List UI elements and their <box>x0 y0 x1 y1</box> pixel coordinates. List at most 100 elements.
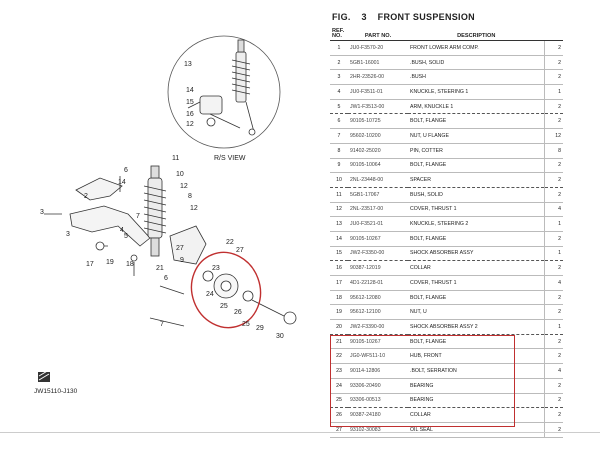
cell-ref: 26 <box>330 407 348 423</box>
cell-ref: 18 <box>330 290 348 306</box>
cell-ref: 1 <box>330 40 348 56</box>
figure-title: FIG. 3 FRONT SUSPENSION <box>332 12 475 22</box>
cell-qty: 2 <box>544 99 563 115</box>
cell-part: JU0-F3521-01 <box>348 216 408 232</box>
svg-text:25: 25 <box>220 303 228 310</box>
cell-part: 4D1-22128-01 <box>348 275 408 291</box>
svg-text:7: 7 <box>136 213 140 220</box>
cell-ref: 21 <box>330 334 348 350</box>
cell-qty: 2 <box>544 407 563 423</box>
cell-part: 90105-10064 <box>348 158 408 174</box>
svg-text:29: 29 <box>256 325 264 332</box>
svg-text:23: 23 <box>212 265 220 272</box>
cell-qty: 1 <box>544 246 563 262</box>
cell-ref: 11 <box>330 187 348 203</box>
col-description: DESCRIPTION <box>408 26 545 41</box>
inset-callout-16: 16 <box>186 111 194 118</box>
callout-3: 3 <box>40 209 44 216</box>
cell-part: 2NL-23517-00 <box>348 202 408 218</box>
cell-qty: 4 <box>544 202 563 218</box>
cell-part: JW2-F3350-00 <box>348 246 408 262</box>
cell-ref: 23 <box>330 363 348 379</box>
cell-part: 95612-12100 <box>348 304 408 321</box>
cell-qty: 2 <box>544 348 563 365</box>
cell-qty: 2 <box>544 55 563 71</box>
cell-part: JU0-F3511-01 <box>348 84 408 100</box>
svg-text:9: 9 <box>180 257 184 264</box>
cell-desc: BEARING <box>408 378 545 394</box>
cell-part: 90105-10267 <box>348 231 408 247</box>
cell-ref: 15 <box>330 246 348 262</box>
cell-desc: HUB, FRONT <box>408 348 545 365</box>
svg-text:25: 25 <box>242 321 250 328</box>
inset-callout-15: 15 <box>186 99 194 106</box>
cell-ref: 9 <box>330 158 348 174</box>
fig-title: FRONT SUSPENSION <box>377 12 475 22</box>
cell-desc: ARM, KNUCKLE 1 <box>408 99 545 115</box>
cell-qty: 8 <box>544 143 563 159</box>
cell-part: 90114-12806 <box>348 363 408 379</box>
fig-label: FIG. <box>332 12 351 22</box>
cell-part: 90387-24180 <box>348 407 408 423</box>
cell-desc: .BUSH, SOLID <box>408 55 545 71</box>
svg-text:14: 14 <box>118 179 126 186</box>
cell-ref: 2 <box>330 55 348 71</box>
rs-view-circle <box>167 35 281 149</box>
svg-text:5: 5 <box>124 233 128 240</box>
svg-text:19: 19 <box>106 259 114 266</box>
svg-text:6: 6 <box>164 275 168 282</box>
cell-qty: 2 <box>544 113 563 130</box>
cell-ref: 4 <box>330 84 348 100</box>
cell-qty: 2 <box>544 290 563 306</box>
cell-qty: 2 <box>544 172 563 188</box>
cell-desc: BOLT, FLANGE <box>408 158 545 174</box>
cell-desc: NUT, U <box>408 304 545 321</box>
cell-ref: 25 <box>330 393 348 409</box>
cell-ref: 5 <box>330 99 348 115</box>
svg-text:4: 4 <box>120 227 124 234</box>
svg-text:26: 26 <box>234 309 242 316</box>
svg-text:18: 18 <box>126 261 134 268</box>
parts-list-panel: FIG. 3 FRONT SUSPENSION REF. NO. PART NO… <box>322 0 600 466</box>
cell-desc: COLLAR <box>408 260 545 276</box>
cell-part: 95602-10200 <box>348 128 408 144</box>
cell-part: 5GB1-17067 <box>348 187 408 203</box>
cell-qty: 2 <box>544 260 563 276</box>
cell-desc: COVER, THRUST 1 <box>408 202 545 218</box>
cell-qty: 4 <box>544 275 563 291</box>
cell-qty: 2 <box>544 334 563 350</box>
cell-part: JW2-F3390-00 <box>348 319 408 335</box>
main-callouts: 3 3 2 14 6 7 11 10 12 8 12 5 4 17 19 18 … <box>40 155 284 340</box>
cell-ref: 10 <box>330 172 348 188</box>
svg-text:2: 2 <box>84 193 88 200</box>
col-ref: REF. NO. <box>330 26 348 41</box>
cell-qty: 2 <box>544 40 563 56</box>
cell-qty: 1 <box>544 319 563 335</box>
page-rule <box>0 432 600 433</box>
parts-table-header: REF. NO. PART NO. DESCRIPTION <box>330 26 563 41</box>
inset-callouts: 13 14 15 16 12 <box>184 61 194 128</box>
cell-ref: 16 <box>330 260 348 276</box>
svg-text:12: 12 <box>190 205 198 212</box>
cell-ref: 24 <box>330 378 348 394</box>
cell-desc: BUSH, SOLID <box>408 187 545 203</box>
cell-desc: .BUSH <box>408 69 545 86</box>
cell-qty: 2 <box>544 304 563 321</box>
exploded-diagram-panel: 13 14 15 16 12 R/S VIEW <box>34 35 297 395</box>
